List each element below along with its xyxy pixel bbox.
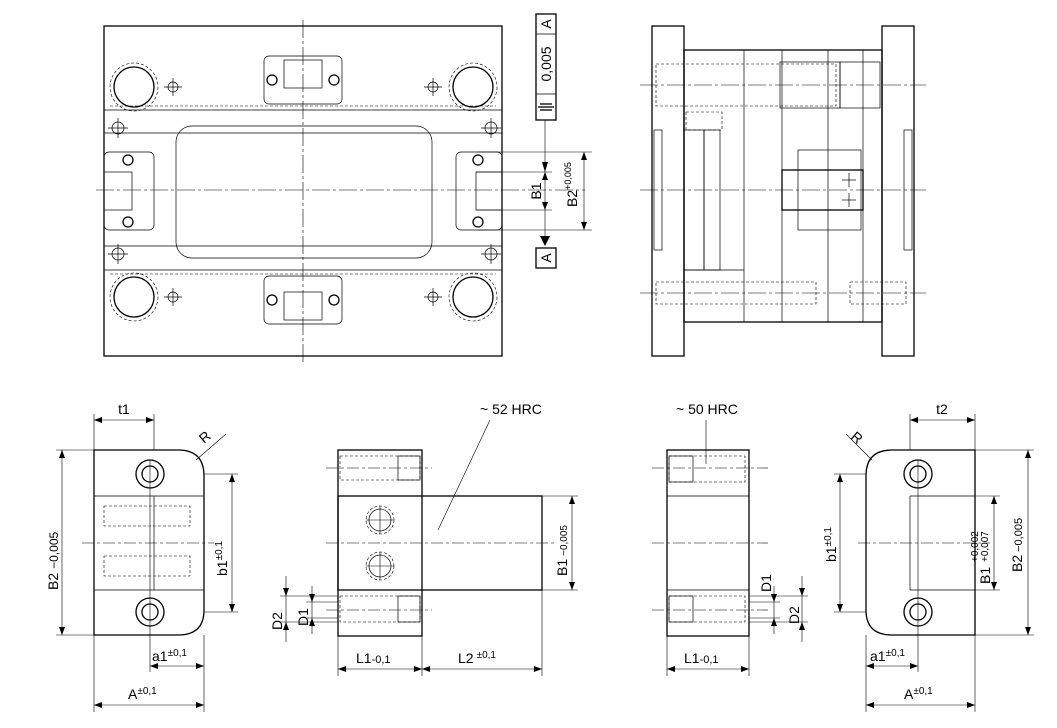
datum-letter: A xyxy=(538,253,554,263)
hardness-label: ~ 52 HRC xyxy=(480,401,542,417)
screw-hole xyxy=(108,78,501,306)
dim-b1-cap-tol-lower: +0,007 xyxy=(980,531,991,562)
interlock-pocket-bottom xyxy=(263,275,343,325)
dim-b1-label: B1 xyxy=(528,182,544,199)
tolerance-reference: A xyxy=(538,19,554,29)
dim-b2-label: B2−0,005 xyxy=(45,532,61,590)
side-view xyxy=(640,25,926,357)
dim-l2-label: L2±0,1 xyxy=(458,650,496,666)
tolerance-value: 0,005 xyxy=(538,46,554,81)
interlock-pocket-top xyxy=(263,55,343,105)
dim-b1-label: b1±0,1 xyxy=(214,541,230,576)
dim-d1-label: D1 xyxy=(295,608,311,626)
dim-d2-label: D2 xyxy=(269,612,285,630)
left-housing-view: t1 R B2−0,005 b1±0,1 a1±0,1 A±0,1 xyxy=(45,401,238,712)
dim-l1-label: L1-0,1 xyxy=(684,650,719,666)
plan-view: B1 B2+0,005 0,005 A A xyxy=(96,13,592,362)
dim-a-label: A±0,1 xyxy=(128,686,157,702)
dim-a1-label: a1±0,1 xyxy=(152,648,187,664)
dim-b1-label: B1−0,005 xyxy=(554,525,570,576)
dim-a-label: A±0,1 xyxy=(904,686,933,702)
dim-t1-label: t1 xyxy=(118,401,130,417)
dim-r-label: R xyxy=(196,428,214,447)
right-housing-view: t2 R b1±0,1 B1 +0,002 +0,007 B2−0,005 a1… xyxy=(823,401,1034,712)
dim-d1-label: D1 xyxy=(758,574,774,592)
guide-bushing xyxy=(109,62,498,322)
interlock-pocket-right xyxy=(455,151,503,231)
symmetry-symbol-icon xyxy=(538,103,554,111)
male-interlock-view: ~ 52 HRC B1−0,005 D2 D1 L1-0,1 L2±0,1 xyxy=(269,401,578,676)
dim-b1-cap-label: B1 xyxy=(977,567,993,584)
dim-r-label: R xyxy=(848,428,866,447)
hardness-label: ~ 50 HRC xyxy=(676,401,738,417)
symmetry-tolerance-frame: 0,005 A xyxy=(535,13,557,121)
interlock-pocket-left xyxy=(103,151,155,231)
dim-l1-label: L1-0,1 xyxy=(356,650,391,666)
dim-b1-label: b1±0,1 xyxy=(823,527,839,562)
dim-b2-label: B2+0,005 xyxy=(563,162,580,207)
dim-b2-label: B2−0,005 xyxy=(1009,518,1025,572)
dim-t2-label: t2 xyxy=(936,401,948,417)
dim-b1-cap-tol-upper: +0,002 xyxy=(970,531,981,562)
female-interlock-view: ~ 50 HRC D1 D2 L1-0,1 xyxy=(652,401,808,676)
dim-d2-label: D2 xyxy=(786,606,802,624)
dim-a1-label: a1±0,1 xyxy=(870,648,905,664)
